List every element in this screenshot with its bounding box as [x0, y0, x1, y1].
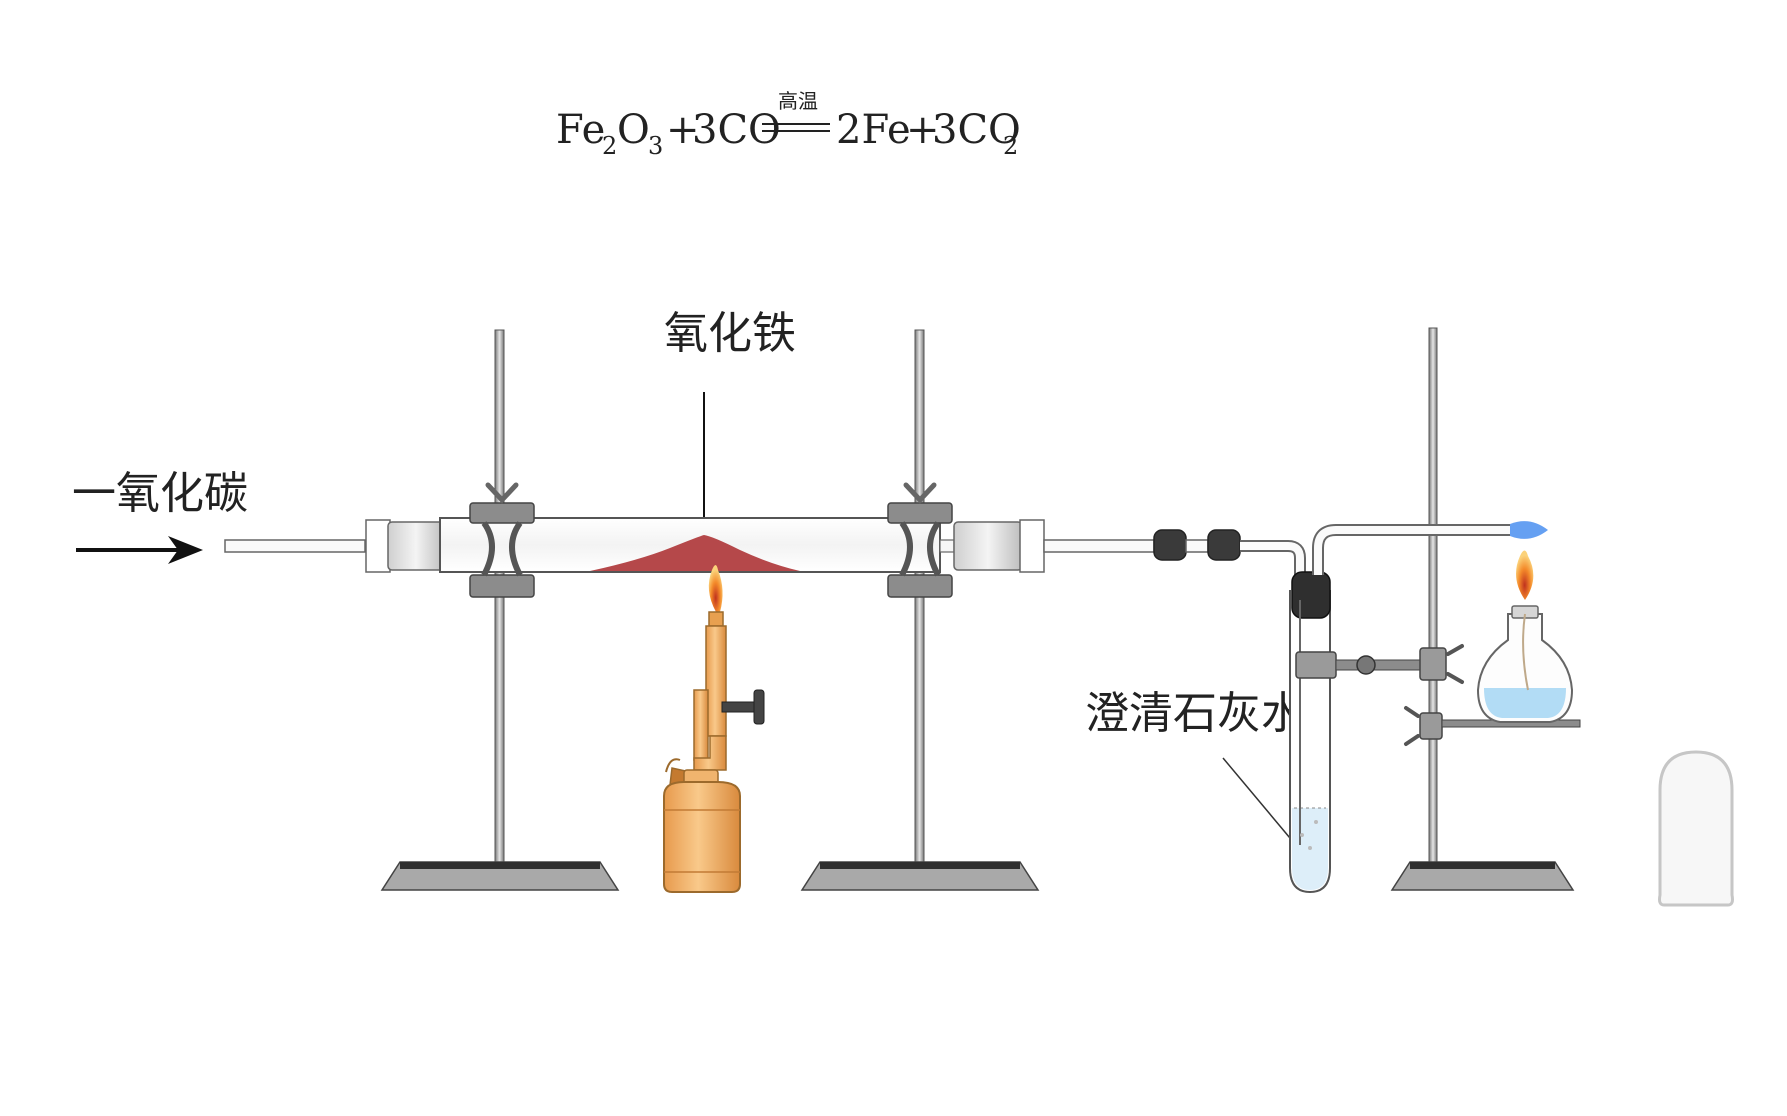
- iron-stand-left: [380, 329, 620, 891]
- inlet-glass-tube: [224, 539, 366, 553]
- eq-sub-3: 3: [648, 132, 663, 160]
- chemical-equation: Fe 2 O 3 + 3CO 高温 2Fe + 3CO 2: [556, 89, 1021, 160]
- eq-o: O: [617, 107, 650, 153]
- burner-flame: [708, 565, 723, 612]
- label-carbon-monoxide: 一氧化碳: [72, 468, 248, 519]
- gas-inlet-arrow: [76, 536, 203, 564]
- eq-condition: 高温: [778, 89, 818, 113]
- test-tube-stopper: [1291, 571, 1331, 619]
- eq-sub-2a: 2: [602, 132, 617, 160]
- rubber-connector-1: [1153, 529, 1187, 561]
- eq-fe: Fe: [556, 107, 605, 153]
- eq-plus-2: +: [906, 107, 940, 153]
- label-iron-oxide: 氧化铁: [664, 308, 796, 359]
- test-tube-clamp: [1295, 644, 1464, 684]
- iron-stand-middle: [800, 329, 1040, 891]
- alcohol-liquid: [1484, 688, 1566, 718]
- right-rubber-stopper: [939, 519, 1045, 573]
- limewater-leader-line: [1222, 757, 1301, 851]
- tube-clamp-left: [469, 482, 535, 598]
- label-limewater: 澄清石灰水: [1085, 688, 1305, 739]
- eq-sub-2b: 2: [1003, 132, 1018, 160]
- iron-oxide-powder: [590, 535, 800, 571]
- lamp-support-ring: [1404, 706, 1581, 746]
- lamp-flame: [1516, 550, 1534, 600]
- iron-stand-right: [1390, 327, 1575, 891]
- gas-burner: [663, 565, 765, 893]
- lamp-cap-icon: [1658, 750, 1734, 907]
- tube-clamp-right: [887, 482, 953, 598]
- test-tube: [1289, 524, 1510, 894]
- burner-gas-canister: [663, 781, 741, 893]
- alcohol-lamp: [1476, 550, 1574, 723]
- eq-2fe: 2Fe: [836, 107, 911, 153]
- blue-flame-icon: [1510, 521, 1548, 539]
- outlet-tube-to-limewater: [1043, 529, 1306, 845]
- eq-plus-1: +: [666, 107, 700, 153]
- eq-3co2: 3CO: [932, 107, 1021, 153]
- rubber-connector-2: [1207, 529, 1241, 561]
